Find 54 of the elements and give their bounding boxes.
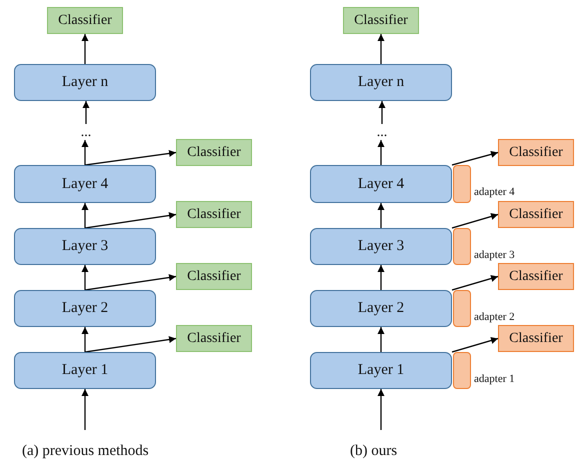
- arrow: [82, 140, 88, 165]
- arrow: [84, 212, 176, 229]
- layer-box: Layer 3: [310, 228, 452, 265]
- layer-box: Layer 3: [14, 228, 156, 265]
- arrow: [82, 265, 88, 290]
- arrow: [84, 274, 176, 291]
- arrow: [378, 203, 384, 228]
- panel-caption: (a) previous methods: [22, 443, 149, 460]
- adapter-block: [453, 228, 471, 265]
- layer-box: Layer 4: [310, 165, 452, 203]
- arrow: [452, 213, 498, 229]
- arrow: [378, 389, 384, 430]
- layer-box: Layer n: [310, 64, 452, 101]
- arrow: [378, 327, 384, 352]
- layer-box: Layer 1: [310, 352, 452, 389]
- layer-box: Layer 2: [14, 290, 156, 327]
- arrow: [452, 337, 498, 353]
- arrow: [82, 34, 88, 64]
- ellipsis-text: ...: [76, 124, 96, 140]
- classifier-box: Classifier: [176, 263, 252, 290]
- adapter-label: adapter 3: [474, 249, 515, 261]
- ellipsis-text: ...: [372, 124, 392, 140]
- arrow: [378, 34, 384, 64]
- arrow: [452, 150, 498, 166]
- panel-caption: (b) ours: [350, 443, 398, 460]
- arrow: [82, 327, 88, 352]
- adapter-label: adapter 2: [474, 311, 515, 323]
- classifier-box: Classifier: [176, 139, 252, 166]
- arrow: [82, 101, 90, 124]
- layer-box: Layer n: [14, 64, 156, 101]
- layer-box: Layer 2: [310, 290, 452, 327]
- adapter-block: [453, 352, 471, 389]
- adapter-label: adapter 4: [474, 186, 515, 198]
- classifier-box: Classifier: [498, 201, 574, 228]
- arrow: [452, 275, 498, 291]
- adapter-block: [453, 165, 471, 203]
- arrow: [82, 389, 88, 430]
- arrow: [378, 140, 384, 165]
- arrow: [378, 265, 384, 290]
- adapter-block: [453, 290, 471, 327]
- layer-box: Layer 1: [14, 352, 156, 389]
- arrow: [82, 203, 88, 228]
- adapter-label: adapter 1: [474, 373, 515, 385]
- classifier-box: Classifier: [343, 7, 419, 34]
- arrow: [84, 336, 176, 353]
- classifier-box: Classifier: [498, 139, 574, 166]
- arrow: [84, 150, 176, 166]
- arrow: [378, 101, 386, 124]
- classifier-box: Classifier: [176, 201, 252, 228]
- classifier-box: Classifier: [176, 325, 252, 352]
- classifier-box: Classifier: [498, 325, 574, 352]
- classifier-box: Classifier: [498, 263, 574, 290]
- layer-box: Layer 4: [14, 165, 156, 203]
- classifier-box: Classifier: [47, 7, 123, 34]
